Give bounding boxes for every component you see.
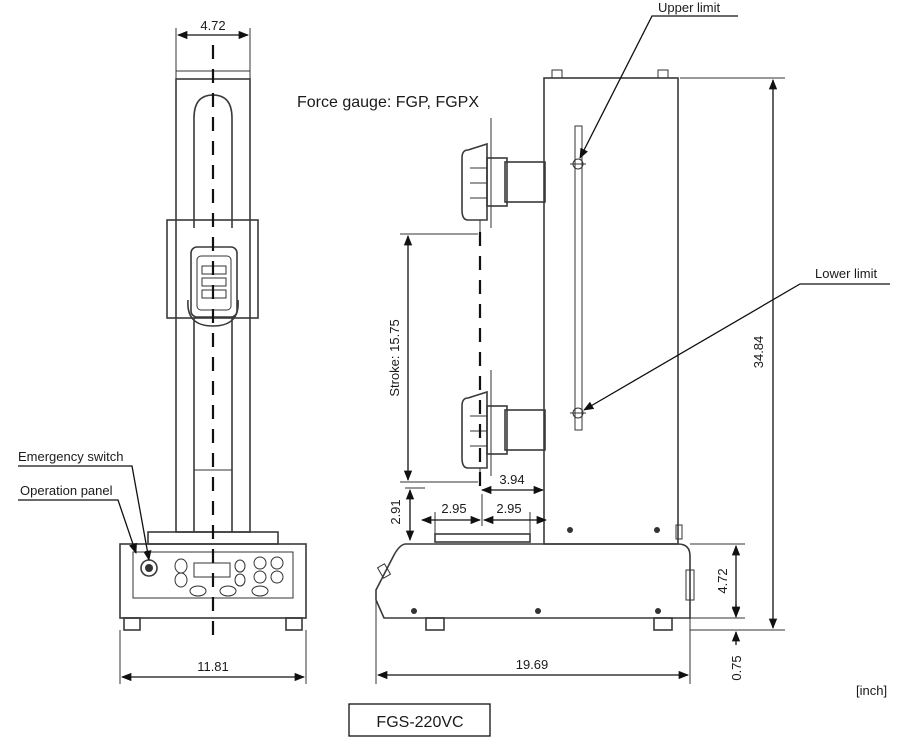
- side-column: [543, 77, 679, 545]
- emergency-switch-leader: [18, 465, 152, 562]
- front-view: 4.72 11.81 Emergency switch Operation pa…: [18, 18, 307, 684]
- upper-limit-label: Upper limit: [658, 0, 721, 15]
- operation-panel-label: Operation panel: [20, 483, 113, 498]
- foot-left: [123, 617, 141, 631]
- model-box: [348, 703, 491, 737]
- column-width-label: 4.72: [200, 18, 225, 33]
- gauge-lower: [461, 370, 546, 482]
- foot-right: [285, 617, 303, 631]
- base-height-label: 4.72: [715, 568, 730, 593]
- table-height-label: 2.91: [388, 499, 403, 524]
- side-base: [375, 543, 691, 619]
- operation-panel-leader: [18, 499, 137, 554]
- table-left-label: 2.95: [441, 501, 466, 516]
- unit-label: [inch]: [856, 683, 887, 698]
- upper-limit-leader: [579, 15, 738, 159]
- base-width-label: 11.81: [197, 659, 229, 674]
- emergency-switch-label: Emergency switch: [18, 449, 123, 464]
- stroke-label: Stroke: 15.75: [387, 319, 402, 396]
- column-slot-top: [193, 94, 233, 228]
- base-depth-label: 19.69: [516, 657, 549, 672]
- lower-limit-label: Lower limit: [815, 266, 878, 281]
- table-right-label: 2.95: [496, 501, 521, 516]
- gauge-title: Force gauge: FGP, FGPX: [297, 94, 479, 111]
- side-table: [434, 533, 531, 543]
- lower-limit-leader: [583, 283, 890, 411]
- model-label: FGS-220VC: [376, 714, 463, 731]
- foot-height-label: 0.75: [729, 655, 744, 680]
- gauge-upper: [461, 118, 546, 232]
- side-view: Stroke: 15.75 3.94 2.91 2.95 2.95 34.84 …: [375, 0, 890, 684]
- total-height-label: 34.84: [751, 336, 766, 369]
- limit-guide-rod: [574, 125, 583, 431]
- gauge-offset-label: 3.94: [499, 472, 524, 487]
- column-slot-bottom: [193, 318, 233, 532]
